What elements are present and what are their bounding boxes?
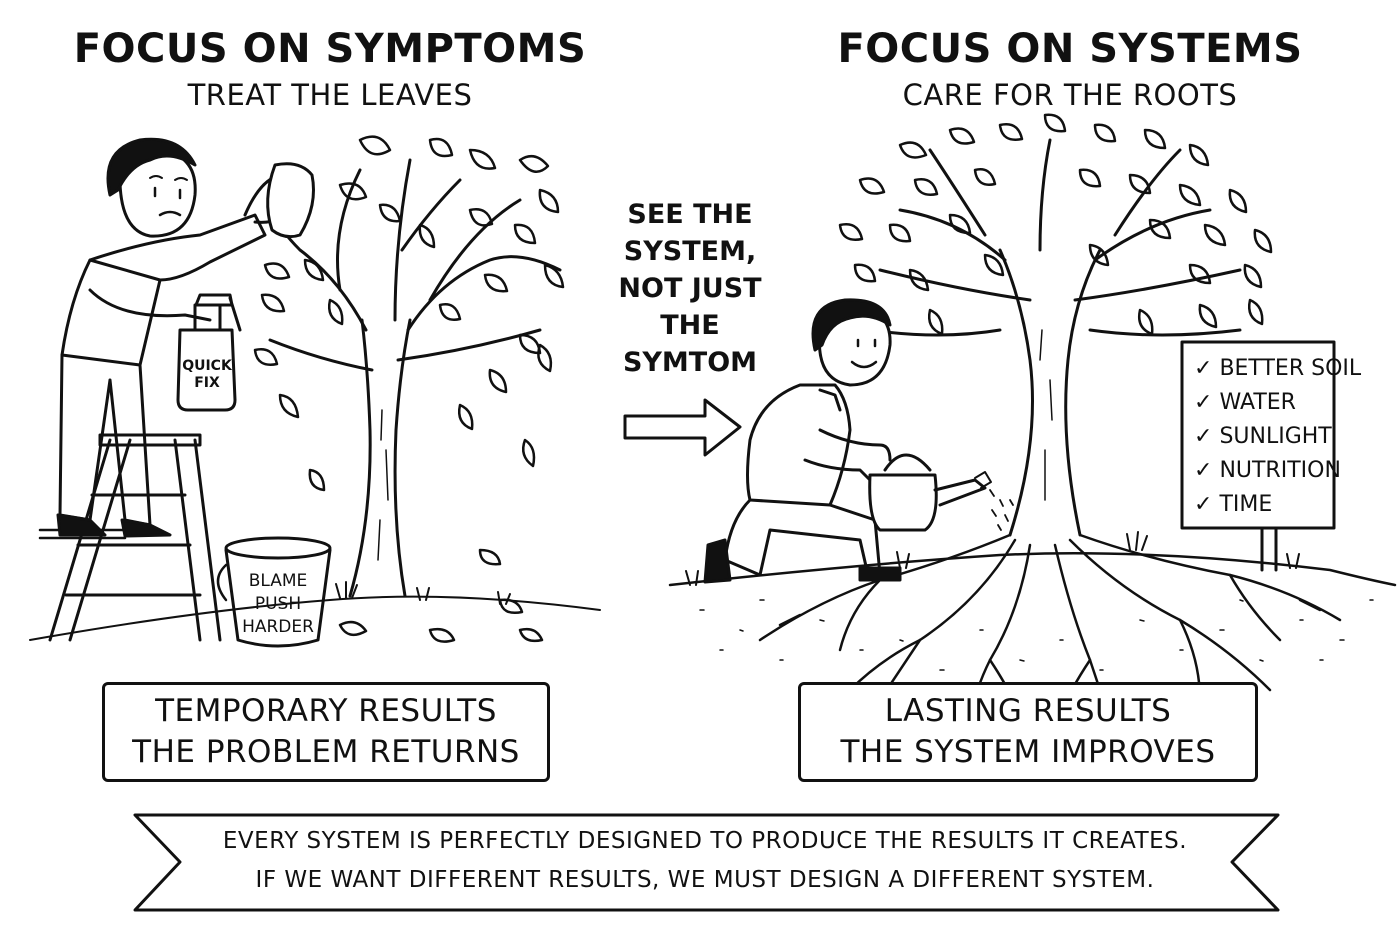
checklist-item: ✓ BETTER SOIL [1194, 352, 1361, 386]
checklist-item-label: TIME [1219, 492, 1273, 517]
ladder [38, 433, 222, 642]
right-tree-trunk [998, 248, 1102, 537]
left-result-line: THE PROBLEM RETURNS [132, 734, 520, 770]
left-subtitle: TREAT THE LEAVES [187, 78, 473, 112]
middle-caption-line: SEE THE [627, 199, 753, 230]
check-icon: ✓ [1194, 458, 1213, 483]
bucket-label-line: BLAME [248, 571, 308, 591]
left-tree-bark [377, 409, 389, 561]
soil-texture [699, 599, 1374, 671]
middle-caption-line: SYSTEM, [623, 236, 757, 267]
middle-caption-line: SYMTOM [622, 347, 758, 378]
middle-caption-line: NOT JUST [618, 273, 762, 304]
watering-can [868, 473, 938, 532]
middle-arrow [623, 398, 742, 457]
checklist-item-label: BETTER SOIL [1219, 356, 1362, 381]
right-ground [668, 552, 1397, 587]
banner-text: EVERY SYSTEM IS PERFECTLY DESIGNED TO PR… [170, 822, 1240, 900]
checklist: ✓ BETTER SOIL ✓ WATER ✓ SUNLIGHT ✓ NUTRI… [1194, 352, 1361, 522]
checklist-item: ✓ SUNLIGHT [1194, 420, 1361, 454]
left-scene [29, 135, 601, 648]
middle-caption: SEE THE SYSTEM, NOT JUST THE SYMTOM [610, 196, 770, 381]
right-tree-branches [868, 138, 1242, 337]
left-tree-trunk [348, 318, 412, 598]
banner-line: IF WE WANT DIFFERENT RESULTS, WE MUST DE… [255, 867, 1155, 893]
checklist-sign [1180, 340, 1336, 572]
check-icon: ✓ [1194, 424, 1213, 449]
left-grass [335, 581, 511, 605]
left-result-line: TEMPORARY RESULTS [155, 693, 497, 729]
spray-label-line: FIX [194, 375, 220, 391]
checklist-item-label: WATER [1219, 390, 1296, 415]
quote-banner [133, 813, 1280, 912]
right-title: FOCUS ON SYSTEMS [837, 26, 1303, 72]
banner-line: EVERY SYSTEM IS PERFECTLY DESIGNED TO PR… [222, 828, 1188, 854]
checklist-item: ✓ WATER [1194, 386, 1361, 420]
bucket-label: BLAME PUSH HARDER [236, 570, 320, 639]
right-subtitle: CARE FOR THE ROOTS [902, 78, 1238, 112]
spray-bottle [176, 328, 237, 412]
right-tree-bark [1039, 329, 1053, 501]
right-result-box: LASTING RESULTS THE SYSTEM IMPROVES [798, 682, 1258, 782]
checklist-item: ✓ TIME [1194, 488, 1361, 522]
check-icon: ✓ [1194, 390, 1213, 415]
left-tree-leaves [253, 135, 565, 643]
checklist-item: ✓ NUTRITION [1194, 454, 1361, 488]
right-tree-leaves [838, 113, 1273, 336]
water-drops [989, 489, 1014, 531]
middle-caption-line: THE [660, 310, 720, 341]
right-grass [685, 531, 1300, 586]
check-icon: ✓ [1194, 492, 1213, 517]
worried-person [56, 137, 315, 538]
right-result-line: LASTING RESULTS [884, 693, 1172, 729]
checklist-item-label: NUTRITION [1219, 458, 1341, 483]
bucket-label-line: PUSH [254, 594, 302, 614]
bucket [216, 536, 332, 648]
spray-bottle-label: QUICK FIX [178, 358, 236, 392]
check-icon: ✓ [1194, 356, 1213, 381]
bucket-label-line: HARDER [242, 617, 314, 637]
gardener-person [703, 298, 1014, 584]
right-result-line: THE SYSTEM IMPROVES [840, 734, 1216, 770]
checklist-item-label: SUNLIGHT [1219, 424, 1332, 449]
left-title: FOCUS ON SYMPTOMS [73, 26, 587, 72]
right-scene [668, 113, 1397, 722]
spray-label-line: QUICK [182, 358, 232, 374]
left-result-box: TEMPORARY RESULTS THE PROBLEM RETURNS [102, 682, 550, 782]
